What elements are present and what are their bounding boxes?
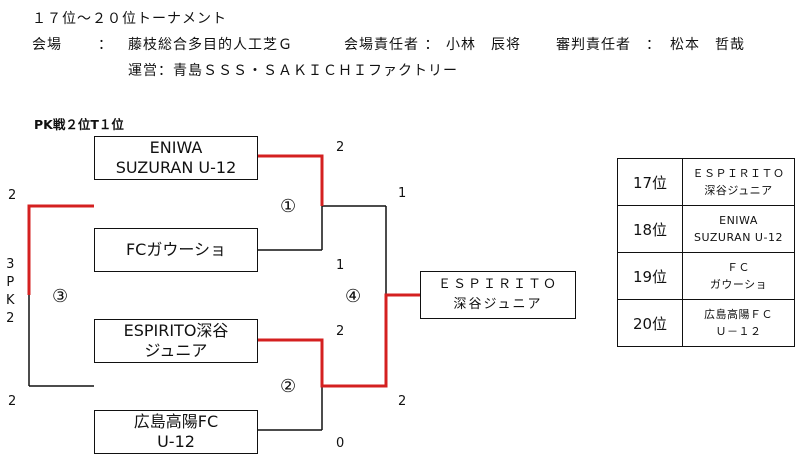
match-number-1: ① (280, 196, 297, 217)
score-m1-top: 2 (336, 140, 345, 155)
winner-name: 深谷ジュニア (453, 297, 543, 312)
team-box-eniwa: ENIWA SUZURAN U-12 (94, 136, 258, 180)
score-m3-top: 2 (8, 188, 17, 203)
rank-team-line: ＦＣ (727, 261, 750, 274)
score-m3-bottom: 2 (8, 394, 17, 409)
team-box-fc-gaucho: FCガウーショ (94, 228, 258, 272)
rank-team-line: ENIWA (719, 214, 758, 227)
rank-position: 20位 (617, 299, 683, 347)
team-box-espirito: ESPIRITO深谷 ジュニア (94, 319, 258, 363)
winner-box: ＥＳＰＩＲＩＴＯ 深谷ジュニア (420, 271, 576, 319)
match-number-2: ② (280, 376, 297, 397)
rank-team: ＥＳＰＩＲＩＴＯ 深谷ジュニア (682, 158, 795, 206)
manager-name: 小林 辰将 (446, 37, 521, 53)
pk-score: 3 (6, 257, 15, 272)
ranking-row: 18位 ENIWA SUZURAN U-12 (617, 205, 795, 253)
rank-team: ENIWA SUZURAN U-12 (682, 205, 795, 253)
ranking-row: 20位 広島高陽ＦＣ Ｕ－１２ (617, 299, 795, 347)
score-m4-bottom: 2 (398, 394, 407, 409)
ranking-table: 17位 ＥＳＰＩＲＩＴＯ 深谷ジュニア 18位 ENIWA SUZURAN U-… (617, 158, 795, 347)
rank-position: 17位 (617, 158, 683, 206)
page-title: １７位～２０位トーナメント (32, 11, 227, 27)
pk-note: PK戦２位T１位 (34, 117, 124, 132)
rank-position: 19位 (617, 252, 683, 300)
rank-team-line: ＥＳＰＩＲＩＴＯ (692, 167, 785, 180)
rank-position: 18位 (617, 205, 683, 253)
team-name: U-12 (157, 432, 195, 451)
pk-label-k: K (6, 293, 15, 308)
winner-name: ＥＳＰＩＲＩＴＯ (437, 277, 558, 292)
match-number-3: ③ (52, 286, 69, 307)
rank-team-line: 深谷ジュニア (704, 184, 773, 197)
operation-info: 運営：青島ＳＳＳ・ＳＡＫＩＣＨＩファクトリー (128, 63, 458, 79)
referee-label: 審判責任者 ： (556, 37, 661, 53)
venue-colon: ： (98, 37, 113, 53)
manager-label: 会場責任者 ： (344, 37, 440, 53)
team-name: ENIWA (149, 138, 203, 157)
team-name: ジュニア (144, 341, 208, 360)
score-m3-pk: 3 P K 2 (6, 256, 15, 328)
rank-team-line: 広島高陽ＦＣ (704, 308, 773, 321)
rank-team: 広島高陽ＦＣ Ｕ－１２ (682, 299, 795, 347)
rank-team-line: SUZURAN U-12 (694, 231, 783, 244)
pk-score: 2 (6, 311, 15, 326)
rank-team-line: Ｕ－１２ (715, 325, 762, 338)
ranking-row: 19位 ＦＣ ガウーショ (617, 252, 795, 300)
score-m2-top: 2 (336, 324, 345, 339)
team-box-hiroshima: 広島高陽FC U-12 (94, 410, 258, 454)
team-name: 広島高陽FC (133, 412, 219, 431)
score-m4-top: 1 (398, 186, 407, 201)
rank-team-line: ガウーショ (709, 278, 768, 291)
score-m1-bottom: 1 (336, 258, 345, 273)
venue-label: 会場 (32, 37, 62, 53)
referee-name: 松本 哲哉 (670, 37, 745, 53)
rank-team: ＦＣ ガウーショ (682, 252, 795, 300)
team-name: FCガウーショ (125, 240, 227, 259)
ranking-row: 17位 ＥＳＰＩＲＩＴＯ 深谷ジュニア (617, 158, 795, 206)
team-name: SUZURAN U-12 (115, 158, 237, 177)
pk-label-p: P (6, 275, 15, 290)
match-number-4: ④ (345, 286, 362, 307)
venue-name: 藤枝総合多目的人工芝Ｇ (128, 37, 293, 53)
score-m2-bottom: 0 (336, 436, 345, 451)
team-name: ESPIRITO深谷 (123, 321, 229, 340)
